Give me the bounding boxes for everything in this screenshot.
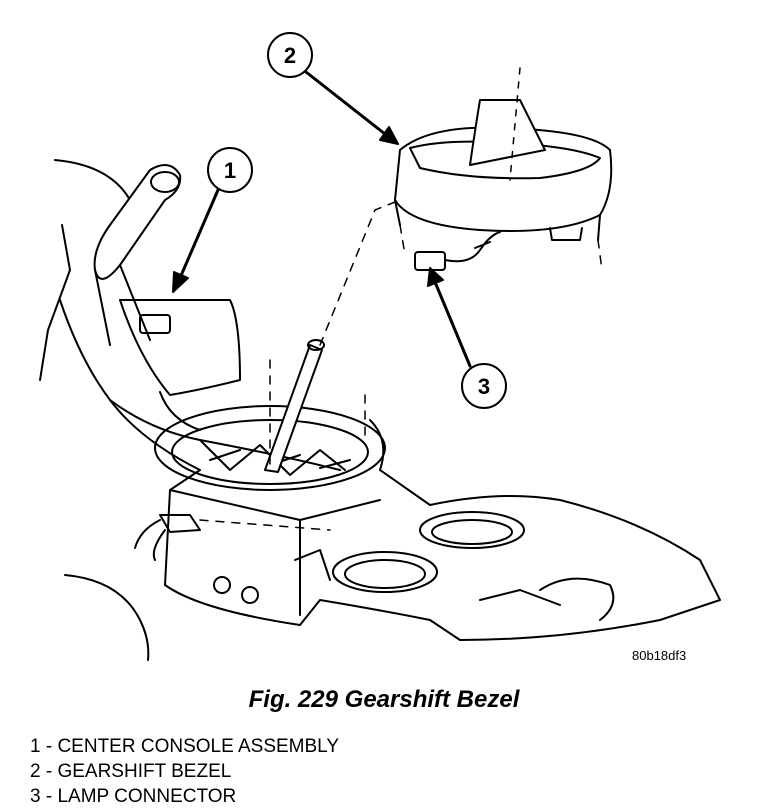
figure-reference-code: 80b18df3 (632, 648, 687, 663)
legend-item: 1 - CENTER CONSOLE ASSEMBLY (30, 736, 340, 757)
lamp-connector (414, 231, 501, 271)
callout-1: 1 (172, 147, 253, 293)
legend-item: 3 - LAMP CONNECTOR (30, 786, 237, 807)
figure-title: Fig. 229 Gearshift Bezel (248, 686, 520, 713)
callout-1-number: 1 (224, 158, 236, 183)
legend-list: 1 - CENTER CONSOLE ASSEMBLY 2 - GEARSHIF… (30, 734, 339, 809)
gearshift-bezel (394, 67, 613, 241)
gearshift-bezel-illustration: 1 2 3 (39, 32, 721, 661)
center-console-assembly (59, 299, 721, 641)
callout-3-number: 3 (478, 374, 490, 399)
gear-shift-lever (264, 339, 325, 473)
callout-3: 3 (427, 267, 507, 409)
callout-2-number: 2 (284, 43, 296, 68)
park-brake-handle (93, 164, 182, 346)
legend-item: 2 - GEARSHIFT BEZEL (30, 761, 232, 782)
callout-2: 2 (267, 32, 399, 145)
installation-guide-lines (199, 199, 603, 531)
